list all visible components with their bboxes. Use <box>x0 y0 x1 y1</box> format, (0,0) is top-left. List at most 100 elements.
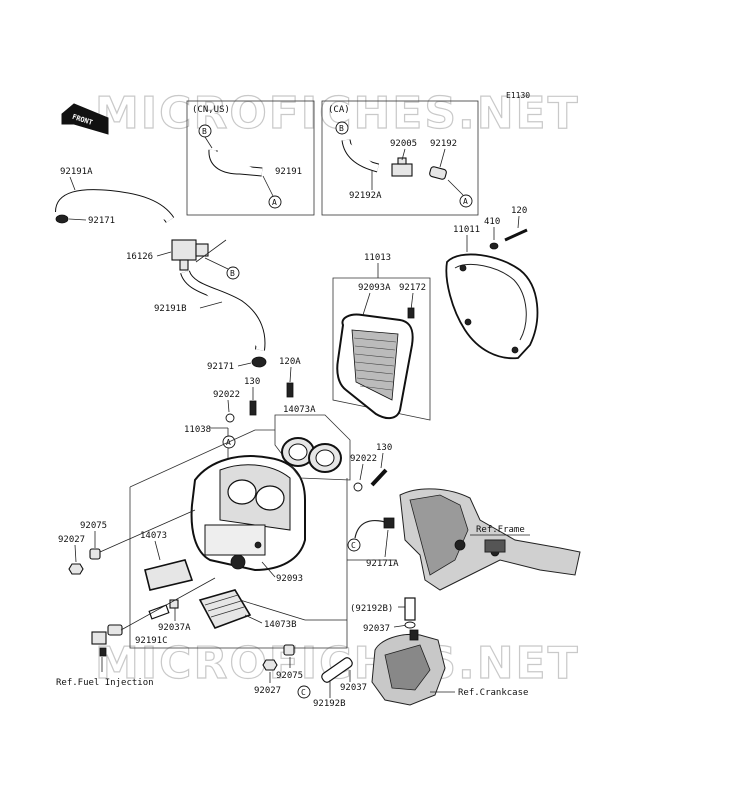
bolt-120a <box>286 382 294 398</box>
duct-group-box <box>274 414 351 481</box>
label-92171a: 92171A <box>366 559 399 569</box>
hose-92192a <box>341 139 380 173</box>
label-92192: 92192 <box>430 139 457 149</box>
screw-92172 <box>407 307 415 319</box>
label-92037-mid: 92037 <box>363 624 390 634</box>
hose-92171a <box>354 517 395 539</box>
label-92191a: 92191A <box>60 167 93 177</box>
callout-b-left <box>226 266 240 280</box>
label-410: 410 <box>484 217 500 227</box>
label-130-mid: 130 <box>376 443 392 453</box>
hose-92192 <box>429 166 447 180</box>
grommet-92075-left <box>89 548 101 560</box>
grommet-92075-bottom <box>283 644 295 656</box>
hose-92191a <box>55 189 175 224</box>
label-16126: 16126 <box>126 252 153 262</box>
label-92093: 92093 <box>276 574 303 584</box>
frame-section <box>399 488 581 591</box>
breather-14073b <box>198 589 252 629</box>
region-label-ca: (CA) <box>328 105 350 115</box>
nut-92027-bottom <box>262 659 278 671</box>
washer-410 <box>489 242 499 250</box>
air-cleaner-cover <box>445 253 539 360</box>
label-14073a: 14073A <box>283 405 316 415</box>
hose-92191b <box>180 269 266 351</box>
label-92171-top: 92171 <box>88 216 115 226</box>
label-92191: 92191 <box>275 167 302 177</box>
label-92191b: 92191B <box>154 304 187 314</box>
label-11038: 11038 <box>184 425 211 435</box>
label-11013: 11013 <box>364 253 391 263</box>
callout-b-ca-text: B <box>339 124 344 133</box>
callout-c-bottom <box>297 685 311 699</box>
callout-b-ca <box>335 121 349 135</box>
label-130-top: 130 <box>244 377 260 387</box>
label-92075-bottom: 92075 <box>276 671 303 681</box>
bolt-130-mid <box>370 468 388 487</box>
label-92022-mid: 92022 <box>350 454 377 464</box>
watermark-bottom: MICROFICHES.NET <box>95 638 580 689</box>
housing-group-box <box>129 478 348 649</box>
callout-c-right-text: C <box>351 541 356 550</box>
callout-a-ca <box>459 194 473 208</box>
duct-14073 <box>144 559 194 591</box>
hose-92192b <box>321 657 353 683</box>
callout-c-bottom-text: C <box>301 688 306 697</box>
bolt-120 <box>504 228 528 242</box>
valve-16126 <box>171 239 209 271</box>
washer-92022-top <box>225 413 235 423</box>
valve-92005 <box>391 157 413 177</box>
ref-crankcase: Ref.Crankcase <box>458 688 528 698</box>
label-92171-mid: 92171 <box>207 362 234 372</box>
label-92022-top: 92022 <box>213 390 240 400</box>
callout-c-right <box>347 538 361 552</box>
washer-92022-mid <box>353 482 363 492</box>
housing-group-line <box>129 429 275 488</box>
label-92192b: 92192B <box>313 699 346 709</box>
hose-92192b-upper <box>404 597 416 621</box>
crankcase-section <box>371 629 446 706</box>
region-box-cn-us <box>186 100 315 216</box>
clamp-92037-mid <box>404 621 416 629</box>
label-92093a: 92093A <box>358 283 391 293</box>
label-92037-bottom: 92037 <box>340 683 367 693</box>
label-92192b-paren: (92192B) <box>350 604 393 614</box>
air-box-housing <box>190 455 306 572</box>
label-14073b: 14073B <box>264 620 297 630</box>
callout-a-ca-text: A <box>463 197 468 206</box>
label-14073: 14073 <box>140 531 167 541</box>
label-11011: 11011 <box>453 225 480 235</box>
region-label-cn-us: (CN,US) <box>192 105 230 115</box>
callout-a-cnus <box>268 195 282 209</box>
label-92027-bottom: 92027 <box>254 686 281 696</box>
label-120a: 120A <box>279 357 301 367</box>
region-box-ca <box>321 100 479 216</box>
label-92191c: 92191C <box>135 636 168 646</box>
callout-a-cnus-text: A <box>272 198 277 207</box>
air-filter-element <box>336 313 414 420</box>
label-92172: 92172 <box>399 283 426 293</box>
label-120: 120 <box>511 206 527 216</box>
nut-92027-left <box>68 563 84 575</box>
diagram-code: E1130 <box>506 91 530 100</box>
callout-b-left-text: B <box>230 269 235 278</box>
clamp-92171-mid <box>251 356 267 368</box>
intake-duct-14073a <box>281 437 342 473</box>
filter-group-box <box>332 277 431 421</box>
label-92192a: 92192A <box>349 191 382 201</box>
hose-92191 <box>208 149 263 177</box>
label-92037a: 92037A <box>158 623 191 633</box>
ref-fuel-injection: Ref.Fuel Injection <box>56 678 154 688</box>
ref-frame: Ref.Frame <box>476 525 525 535</box>
label-92005: 92005 <box>390 139 417 149</box>
hose-92191c <box>91 624 123 657</box>
callout-b-cnus-text: B <box>202 127 207 136</box>
front-arrow-icon: FRONT <box>61 103 109 135</box>
label-92075-left: 92075 <box>80 521 107 531</box>
clamp-92171-top <box>55 214 69 224</box>
tube-92037a <box>148 599 179 620</box>
bolt-130-top <box>249 400 257 416</box>
label-92027-left: 92027 <box>58 535 85 545</box>
